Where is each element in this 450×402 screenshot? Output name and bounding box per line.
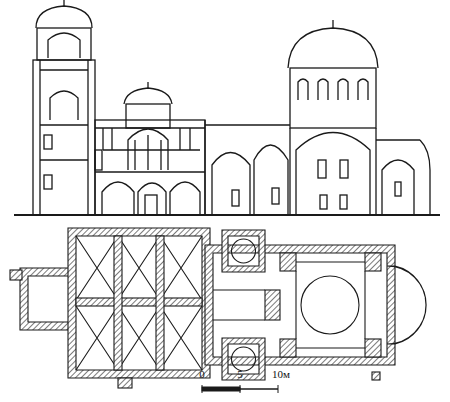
- scale-label: 5: [237, 369, 243, 380]
- scale-label: 10м: [272, 369, 290, 380]
- scale-bar: [202, 385, 278, 393]
- floor-plan: [10, 228, 426, 388]
- scale-label: 0: [199, 369, 205, 380]
- section-elevation: [14, 0, 440, 215]
